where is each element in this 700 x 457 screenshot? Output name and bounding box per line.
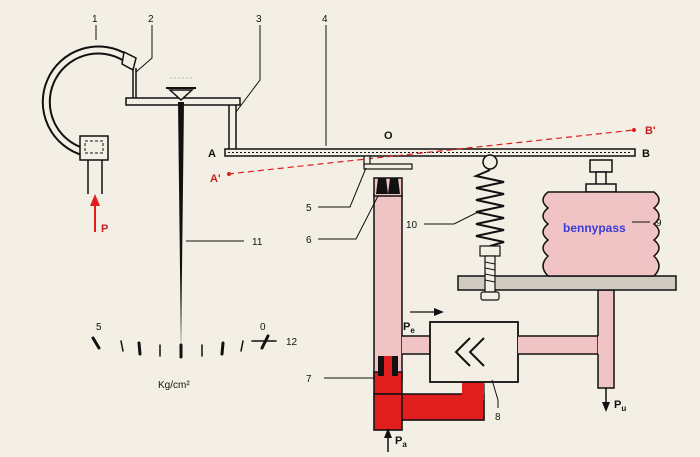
pressure-inlet-arrow-p: [90, 194, 100, 232]
watermark-text: bennypass: [563, 221, 626, 235]
pressure-scale: [91, 334, 277, 359]
inlet-pressure-label: P: [101, 223, 108, 235]
supply-air-duct: [373, 380, 485, 431]
supply-pressure-label: Pa: [395, 435, 407, 449]
relay-amplifier: [429, 321, 519, 383]
output-pressure-line: [518, 289, 615, 389]
callout-4: 4: [322, 14, 328, 25]
pointer-pivot: [166, 77, 196, 102]
range-spring: [472, 154, 505, 301]
callout-3: 3: [256, 14, 262, 25]
tube-link-rod: [132, 68, 137, 100]
callout-6: 6: [306, 235, 312, 246]
feedback-bellows: [542, 159, 660, 277]
displaced-lever-lines: [227, 128, 636, 176]
bourdon-tube: [41, 45, 137, 157]
point-b-label: B: [642, 148, 650, 160]
callout-11: 11: [252, 237, 263, 248]
callout-1: 1: [92, 14, 98, 25]
point-a-prime-label: A': [210, 173, 221, 185]
pivot-o-label: O: [384, 130, 393, 142]
callout-8: 8: [495, 412, 501, 423]
supply-restriction: [373, 356, 403, 395]
nozzle-pressure-label: Pe: [403, 321, 415, 335]
flapper: [363, 155, 413, 170]
supply-inlet-arrow-pa: [384, 428, 392, 452]
bourdon-tube-socket: [79, 135, 109, 194]
scale-unit-label: Kg/cm²: [158, 380, 190, 391]
lever-link-rod: [228, 105, 237, 150]
scale-tick-5: 5: [96, 322, 102, 333]
callout-5: 5: [306, 203, 312, 214]
nozzle-pressure-line: [402, 335, 430, 355]
callout-2: 2: [148, 14, 154, 25]
callout-10: 10: [406, 220, 418, 231]
callout-leaders: [95, 25, 650, 408]
output-arrow-pu: [602, 388, 610, 412]
scale-tick-12: 12: [286, 337, 298, 348]
point-a-label: A: [208, 148, 216, 160]
callout-9: 9: [656, 218, 662, 229]
indicator-pointer: [178, 102, 184, 352]
output-pressure-label: Pu: [614, 399, 626, 413]
pe-arrow: [410, 308, 444, 316]
nozzle-tube: [373, 177, 403, 381]
callout-7: 7: [306, 374, 312, 385]
point-b-prime-label: B': [645, 125, 656, 137]
scale-tick-0: 0: [260, 322, 266, 333]
